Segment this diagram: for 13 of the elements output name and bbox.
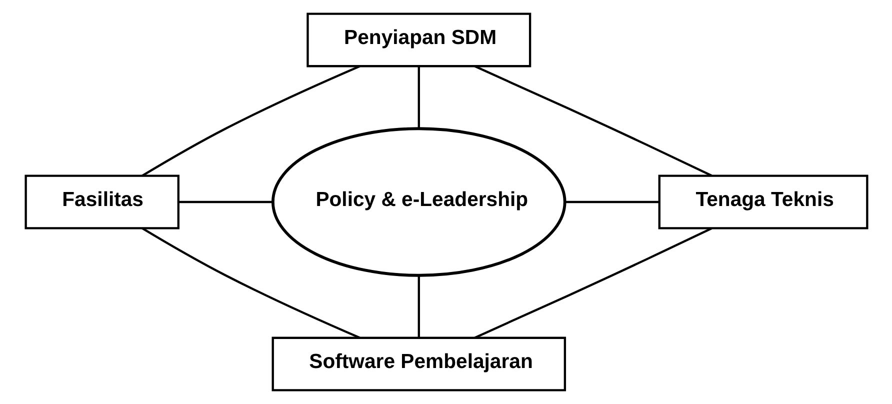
connector bbox=[474, 227, 712, 339]
connector bbox=[141, 227, 360, 339]
connector bbox=[178, 200, 273, 204]
connector bbox=[474, 65, 712, 177]
node-box: Tenaga Teknis bbox=[658, 174, 868, 230]
connector bbox=[417, 276, 420, 338]
node-box: Software Pembelajaran bbox=[271, 336, 566, 392]
connector bbox=[417, 66, 420, 128]
node-box: Penyiapan SDM bbox=[306, 12, 531, 68]
connector bbox=[141, 65, 360, 177]
connector bbox=[564, 200, 659, 204]
node-box: Fasilitas bbox=[24, 174, 179, 230]
node-ellipse: Policy & e-Leadership bbox=[270, 127, 566, 277]
